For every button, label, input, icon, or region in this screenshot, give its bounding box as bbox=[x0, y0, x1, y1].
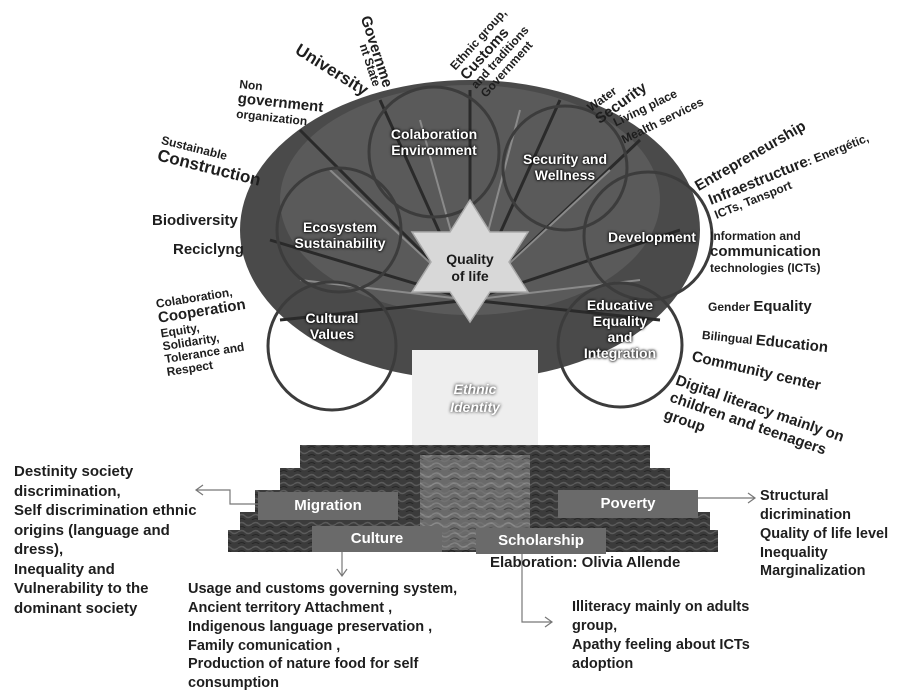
colaboration-line2: Environment bbox=[391, 142, 477, 159]
scholarship-arrow bbox=[521, 554, 552, 623]
ecosystem-line2: Sustainability bbox=[294, 235, 386, 252]
migration-note: Destinity society bbox=[14, 463, 134, 480]
poverty-note: Marginalization bbox=[760, 563, 866, 580]
gender-small: Gender bbox=[708, 300, 754, 314]
poverty-note: Structural bbox=[760, 488, 829, 504]
migration-arrow bbox=[196, 489, 258, 505]
scholarship-notes: Illiteracy mainly on adults group, Apath… bbox=[572, 598, 750, 673]
migration-label: Migration bbox=[294, 497, 362, 514]
educative-line2: Equality bbox=[592, 313, 648, 330]
poverty-note: dicrimination bbox=[760, 506, 852, 523]
info-line1: Information and bbox=[710, 229, 801, 243]
scholarship-note: adoption bbox=[572, 655, 634, 672]
ethnic-line2: Identity bbox=[450, 399, 500, 416]
security-line2: Wellness bbox=[534, 167, 596, 184]
cooperation-label: Colaboration, Cooperation Equity, Solida… bbox=[155, 284, 255, 379]
migration-note: origins (language and bbox=[14, 521, 170, 539]
migration-notes: Destinity society discrimination, Self d… bbox=[14, 462, 197, 618]
migration-note: dress), bbox=[14, 541, 64, 558]
migration-note: Vulnerability to the bbox=[14, 580, 149, 597]
colaboration-circle bbox=[367, 85, 501, 219]
colaboration-line1: Colaboration bbox=[390, 126, 478, 142]
info-comm-label: Information and communication technologi… bbox=[710, 229, 821, 276]
info-line2: communication bbox=[710, 243, 821, 261]
migration-note: Inequality and bbox=[14, 560, 115, 578]
scholarship-box bbox=[476, 528, 606, 554]
poverty-box bbox=[558, 490, 698, 518]
ngo-label: Non government organization bbox=[236, 77, 326, 130]
educative-line1: Educative bbox=[586, 297, 654, 313]
culture-note: Family comunication , bbox=[188, 637, 341, 654]
quality-line1: Quality bbox=[446, 251, 494, 267]
culture-note: Production of nature food for self bbox=[188, 656, 419, 673]
security-circle bbox=[501, 104, 629, 232]
culture-note: Indigenous language preservation , bbox=[188, 618, 433, 635]
development-line1: Development bbox=[608, 229, 696, 245]
quality-of-life-label: Quality of life bbox=[425, 251, 515, 285]
development-label: Development bbox=[596, 229, 708, 245]
cultural-circle bbox=[266, 280, 398, 412]
cultural-label: Cultural Values bbox=[285, 310, 379, 342]
migration-box bbox=[258, 492, 398, 520]
educative-label: Educative Equality and Integration bbox=[560, 297, 680, 361]
poverty-note: Inequality bbox=[760, 544, 828, 561]
recycling-label: Reciclyng bbox=[173, 241, 244, 258]
scholarship-note: group, bbox=[572, 617, 618, 634]
migration-note: Self discrimination ethnic bbox=[14, 502, 197, 519]
quality-line2: of life bbox=[451, 267, 489, 284]
poverty-notes: Structural dicrimination Quality of life… bbox=[760, 487, 888, 581]
educative-line4: Integration bbox=[583, 345, 657, 362]
migration-note: discrimination, bbox=[14, 482, 121, 500]
bilingual-small: Bilingual bbox=[701, 327, 757, 348]
development-circle bbox=[582, 170, 714, 302]
ethnic-identity-label: Ethnic Identity bbox=[430, 380, 520, 416]
culture-note: Usage and customs governing system, bbox=[188, 581, 458, 597]
cultural-line1: Cultural bbox=[305, 310, 359, 326]
ecosystem-circle bbox=[275, 166, 403, 294]
ecosystem-line1: Ecosystem bbox=[303, 219, 377, 235]
scholarship-note: Illiteracy mainly on adults bbox=[572, 599, 750, 615]
biodiversity-label: Biodiversity bbox=[152, 212, 238, 229]
culture-note: Ancient territory Attachment , bbox=[188, 599, 393, 616]
culture-box bbox=[312, 526, 442, 552]
tree-trunk bbox=[412, 350, 538, 460]
ethnic-line1: Ethnic bbox=[453, 381, 497, 397]
ecosystem-label: Ecosystem Sustainability bbox=[276, 219, 404, 251]
poverty-note: Quality of life level bbox=[760, 525, 889, 542]
credit-label: Elaboration: Olivia Allende bbox=[490, 554, 681, 571]
culture-notes: Usage and customs governing system, Anci… bbox=[188, 580, 457, 693]
educative-line3: and bbox=[607, 329, 633, 346]
poverty-label: Poverty bbox=[600, 495, 656, 512]
colaboration-label: Colaboration Environment bbox=[368, 126, 500, 158]
security-label: Security and Wellness bbox=[502, 151, 628, 183]
scholarship-note: Apathy feeling about ICTs bbox=[572, 636, 750, 653]
cultural-line2: Values bbox=[309, 326, 355, 343]
educative-circle bbox=[556, 281, 684, 409]
culture-label: Culture bbox=[350, 530, 404, 547]
gender-equality-label: Gender Equality bbox=[708, 298, 812, 316]
info-line3: technologies (ICTs) bbox=[710, 261, 821, 276]
gender-big: Equality bbox=[753, 298, 812, 315]
security-line1: Security and bbox=[522, 151, 608, 167]
quality-star bbox=[410, 198, 530, 324]
migration-note: dominant society bbox=[14, 599, 138, 617]
culture-note: consumption bbox=[188, 675, 280, 692]
scholarship-label: Scholarship bbox=[498, 532, 584, 549]
